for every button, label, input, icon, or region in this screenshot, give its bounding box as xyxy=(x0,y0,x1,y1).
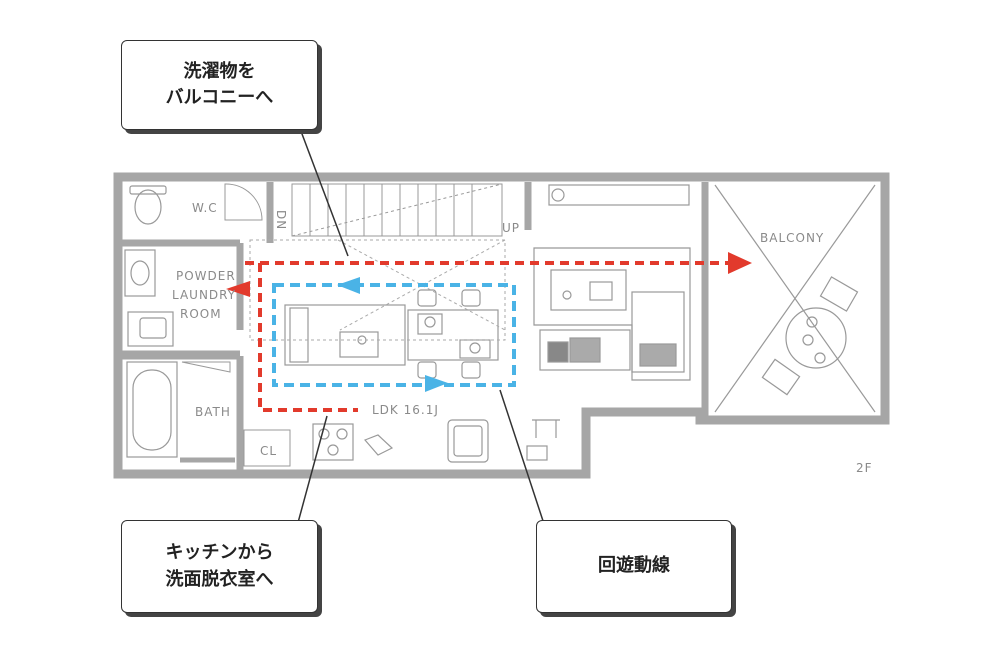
interior-walls xyxy=(118,182,709,470)
floor-label: 2F xyxy=(856,461,873,475)
arrow-balcony xyxy=(728,252,752,274)
label-powder-3: ROOM xyxy=(180,307,222,321)
label-balcony: BALCONY xyxy=(760,231,824,245)
bathtub-icon xyxy=(126,361,178,458)
kitchen-counter xyxy=(284,304,406,366)
tv-icon xyxy=(548,184,690,206)
balcony-furniture xyxy=(714,184,876,413)
loop-arrow-right xyxy=(425,375,448,392)
cooktop-icon xyxy=(312,423,394,461)
label-cl: CL xyxy=(260,444,277,458)
leader-lines xyxy=(295,117,547,531)
fridge-icon xyxy=(447,419,489,463)
closet-box xyxy=(243,429,291,467)
washbasin-icon xyxy=(124,249,156,297)
wc-door xyxy=(224,183,263,221)
label-ldk: LDK 16.1J xyxy=(372,403,439,417)
label-powder-2: LAUNDRY xyxy=(172,288,236,302)
label-up: UP xyxy=(502,221,520,235)
label-powder-1: POWDER xyxy=(176,269,236,283)
circulation-loop xyxy=(272,283,516,387)
loop-arrow-left xyxy=(337,277,360,294)
dining-table xyxy=(407,289,499,379)
callout-laundry-to-balcony: 洗濯物を バルコニーへ xyxy=(121,40,318,130)
arrow-powder xyxy=(226,281,250,297)
sofa-set xyxy=(533,247,691,381)
staircase xyxy=(291,183,503,237)
label-dn: DN xyxy=(274,210,288,230)
label-bath: BATH xyxy=(195,405,231,419)
callout-circulation-loop: 回遊動線 xyxy=(536,520,732,613)
callout-kitchen-to-washroom: キッチンから 洗面脱衣室へ xyxy=(121,520,318,613)
label-wc: W.C xyxy=(192,201,218,215)
toilet-icon xyxy=(129,185,167,225)
chair-icon xyxy=(526,419,560,461)
washing-machine-icon xyxy=(127,311,174,347)
exterior-walls xyxy=(113,172,890,479)
bath-door xyxy=(181,361,231,373)
